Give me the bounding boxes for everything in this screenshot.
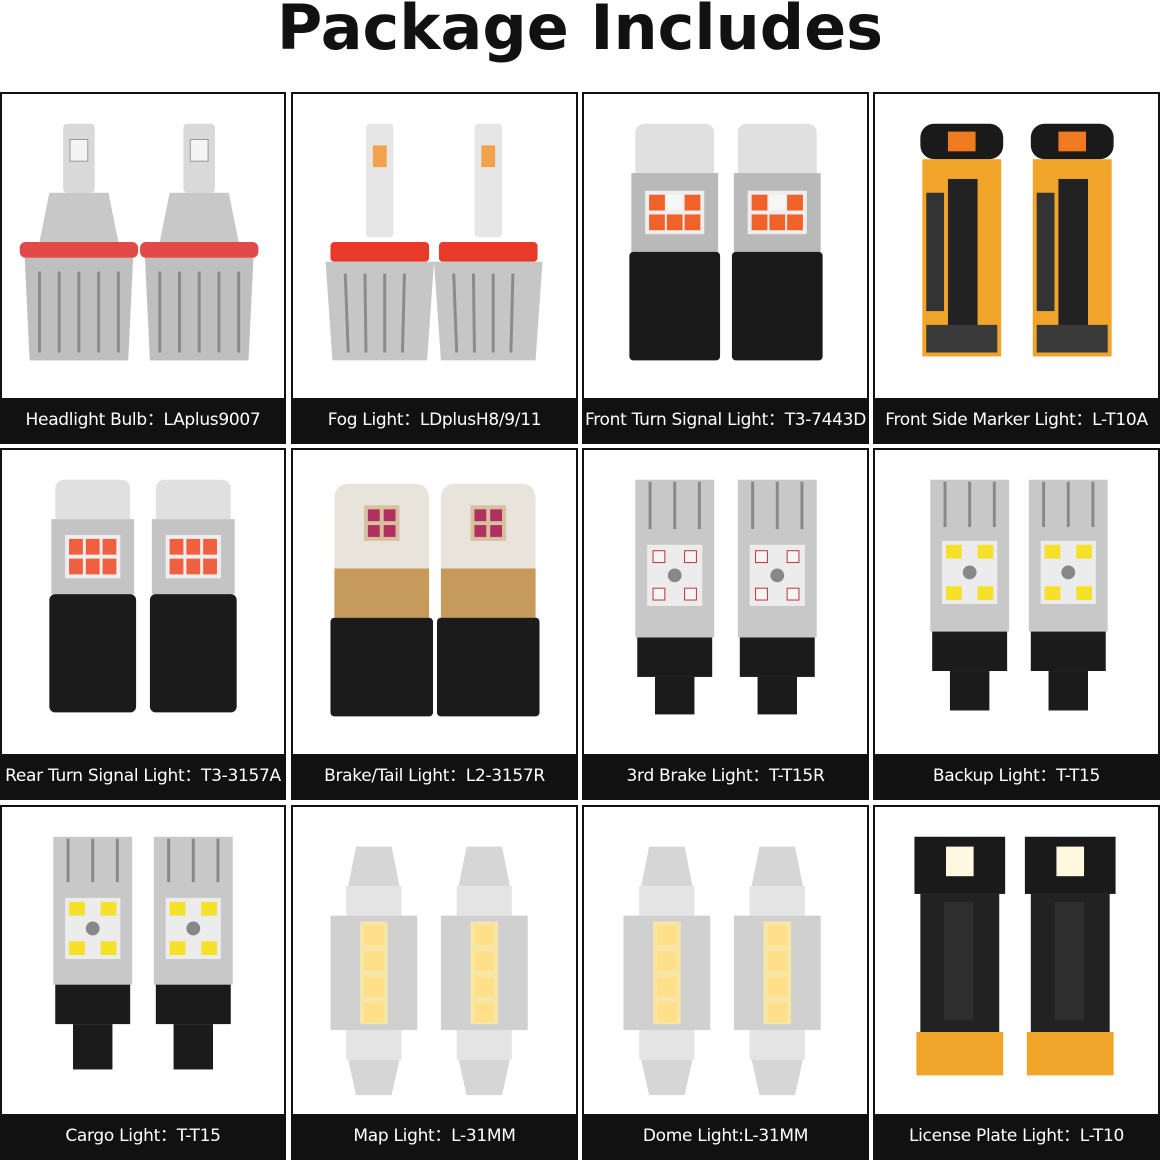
product-label: Front Turn Signal Light：T3-7443D <box>584 398 867 442</box>
product-label: Map Light：L-31MM <box>293 1114 576 1158</box>
product-label: Cargo Light：T-T15 <box>2 1114 284 1158</box>
fog-light-bulb-icon <box>293 94 576 398</box>
product-label: License Plate Light：L-T10 <box>875 1114 1158 1158</box>
product-label: Dome Light:L-31MM <box>584 1114 867 1158</box>
product-label: Rear Turn Signal Light：T3-3157A <box>2 754 284 798</box>
turn-signal-bulb-icon <box>2 450 284 754</box>
headlight-bulb-icon <box>2 94 284 398</box>
product-grid: Headlight Bulb：LAplus9007 <box>0 92 1160 1160</box>
product-label: Front Side Marker Light：L-T10A <box>875 398 1158 442</box>
festoon-bulb-icon <box>293 807 576 1114</box>
product-label: 3rd Brake Light：T-T15R <box>584 754 867 798</box>
product-label: Backup Light：T-T15 <box>875 754 1158 798</box>
product-cell: 3rd Brake Light：T-T15R <box>582 448 869 800</box>
product-cell: Cargo Light：T-T15 <box>0 805 286 1160</box>
product-cell: Rear Turn Signal Light：T3-3157A <box>0 448 286 800</box>
product-cell: Fog Light：LDplusH8/9/11 <box>291 92 578 444</box>
product-label: Brake/Tail Light：L2-3157R <box>293 754 576 798</box>
product-label: Fog Light：LDplusH8/9/11 <box>293 398 576 442</box>
product-cell: Front Turn Signal Light：T3-7443D <box>582 92 869 444</box>
product-cell: Headlight Bulb：LAplus9007 <box>0 92 286 444</box>
product-cell: License Plate Light：L-T10 <box>873 805 1160 1160</box>
t10-bulb-icon <box>875 807 1158 1114</box>
product-cell: Front Side Marker Light：L-T10A <box>873 92 1160 444</box>
product-cell: Brake/Tail Light：L2-3157R <box>291 448 578 800</box>
page-title: Package Includes <box>276 0 884 64</box>
festoon-bulb-icon <box>584 807 867 1114</box>
product-cell: Backup Light：T-T15 <box>873 448 1160 800</box>
t15-bulb-icon <box>2 807 284 1114</box>
brake-light-bulb-icon <box>293 450 576 754</box>
t10-bulb-icon <box>875 94 1158 398</box>
product-cell: Map Light：L-31MM <box>291 805 578 1160</box>
t15-bulb-icon <box>875 450 1158 754</box>
turn-signal-bulb-icon <box>584 94 867 398</box>
t15-bulb-icon <box>584 450 867 754</box>
product-cell: Dome Light:L-31MM <box>582 805 869 1160</box>
product-label: Headlight Bulb：LAplus9007 <box>2 398 284 442</box>
